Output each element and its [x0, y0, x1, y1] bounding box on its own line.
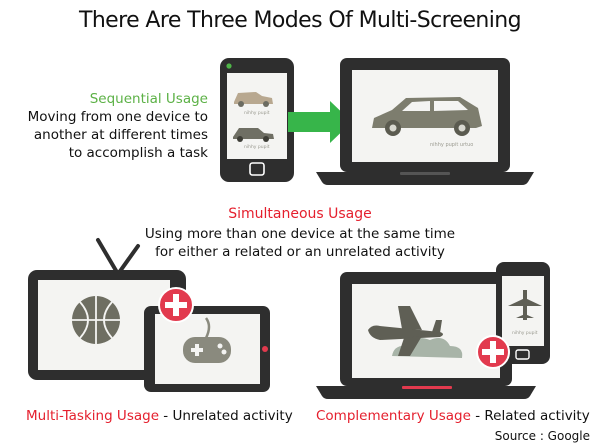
car-icon [233, 128, 274, 142]
tiny-caption: nihhy pupit [244, 144, 270, 150]
source-credit: Source : Google [494, 429, 590, 443]
phone-status-dot [226, 63, 232, 69]
tablet-device [144, 306, 270, 392]
car-icon [372, 97, 482, 136]
multitasking-label: Multi-Tasking Usage [26, 408, 159, 424]
airplane-icon [368, 306, 443, 356]
multitasking-suffix: - Unrelated activity [159, 408, 293, 424]
basketball-icon [72, 296, 120, 344]
complementary-caption: Complementary Usage - Related activity [316, 408, 590, 424]
sequential-phone [220, 58, 294, 182]
sequential-desc-line: Moving from one device to [27, 109, 208, 125]
gamepad-icon [183, 317, 231, 363]
simultaneous-desc-line: for either a related or an unrelated act… [155, 244, 445, 260]
complementary-phone [496, 262, 550, 364]
sequential-laptop [316, 58, 534, 185]
sequential-desc-line: to accomplish a task [68, 145, 208, 161]
simultaneous-label: Simultaneous Usage [228, 206, 372, 222]
complementary-suffix: - Related activity [470, 408, 590, 424]
sequential-desc-line: another at different times [33, 127, 208, 143]
simultaneous-desc-line: Using more than one device at the same t… [144, 226, 456, 242]
page-title: There Are Three Modes Of Multi-Screening [79, 8, 522, 33]
car-icon [234, 92, 273, 107]
plus-badge-icon [476, 335, 510, 369]
tiny-caption: nihhy pupit [512, 330, 538, 336]
airplane-icon [508, 290, 542, 320]
multitasking-caption: Multi-Tasking Usage - Unrelated activity [26, 408, 293, 424]
complementary-laptop [316, 272, 536, 399]
home-button [515, 349, 530, 360]
home-button [249, 162, 265, 176]
sequential-label: Sequential Usage [89, 91, 208, 107]
tablet-status-dot [262, 346, 268, 352]
arrow-right-icon [288, 101, 352, 143]
complementary-label: Complementary Usage [316, 408, 471, 424]
plus-badge-icon [158, 287, 194, 323]
tiny-caption: nihhy pupit urtuo [430, 142, 473, 148]
tiny-caption: nihhy pupit [244, 110, 270, 116]
